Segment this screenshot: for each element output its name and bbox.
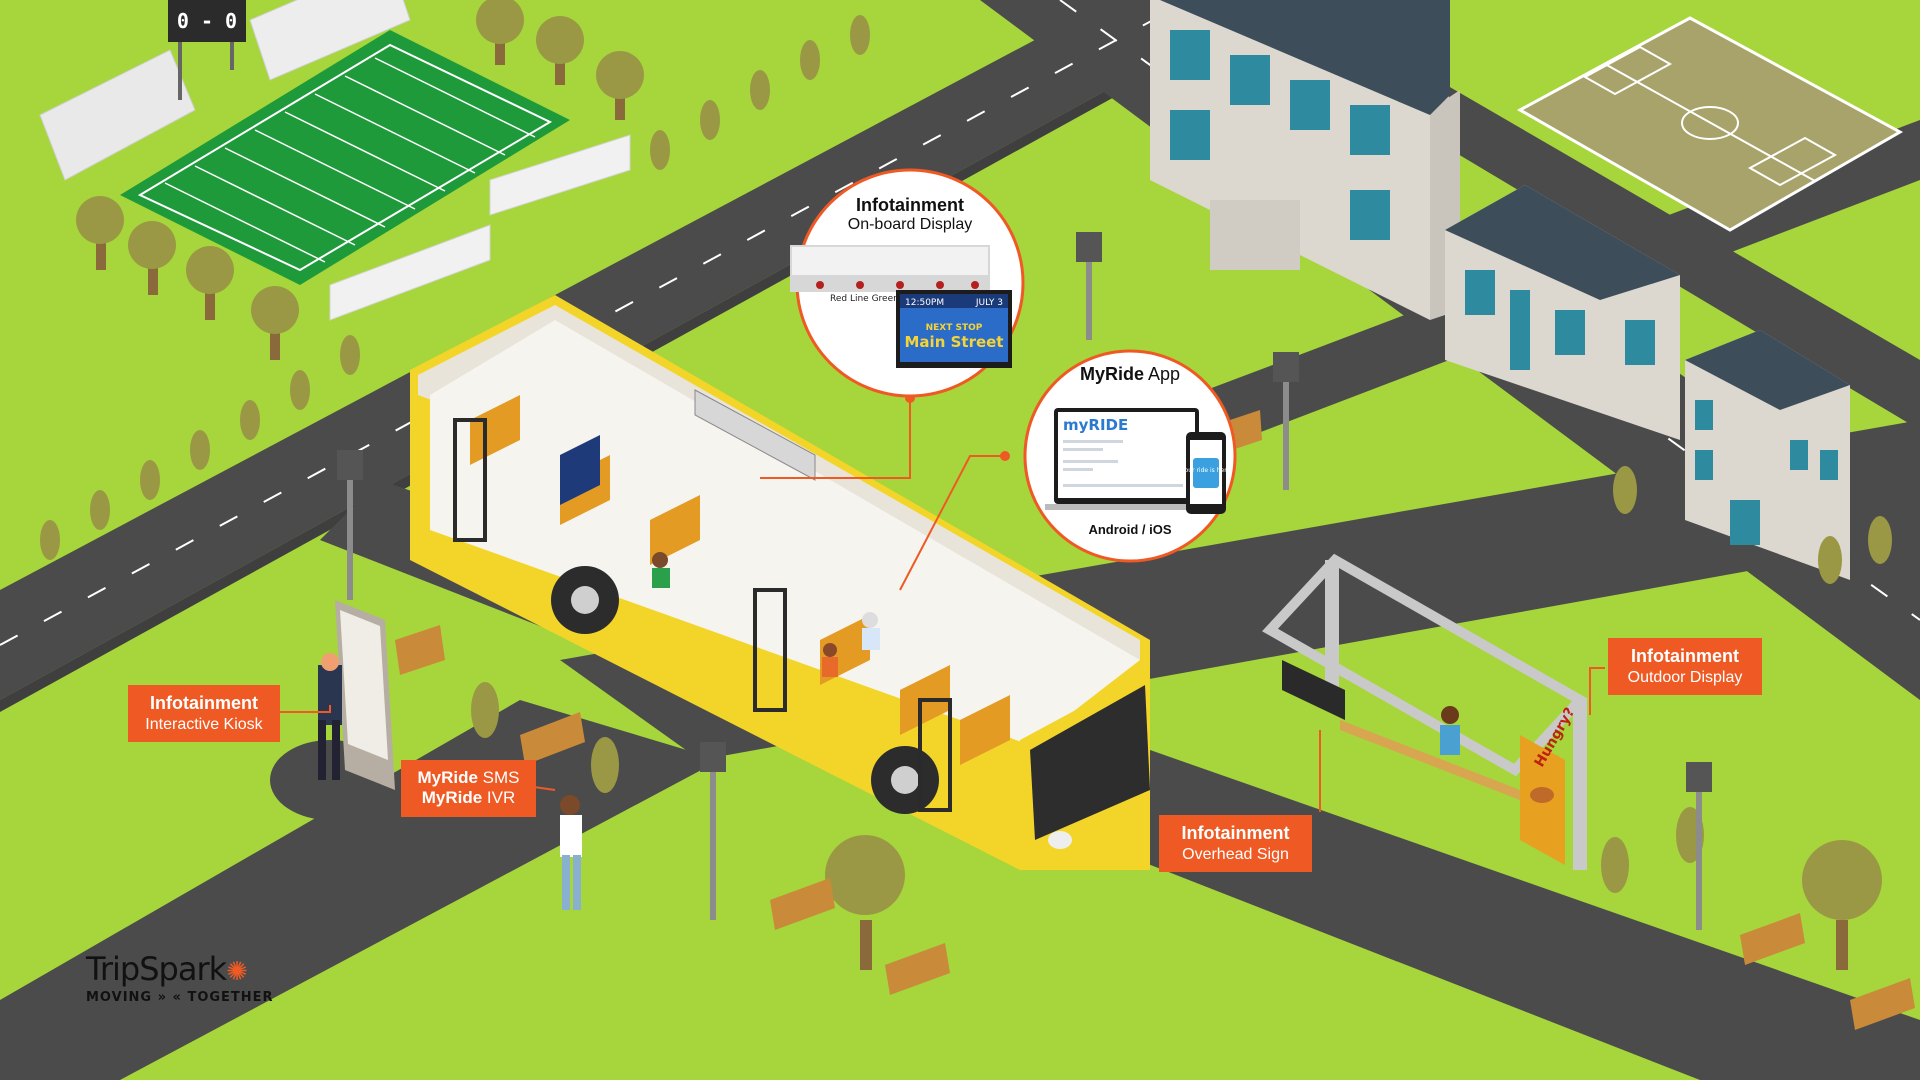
screen-date: JULY 3 [975,298,1003,308]
callout-kiosk-title: Infotainment [150,693,258,713]
callout-overhead-sign: Infotainment Overhead Sign [1159,815,1312,872]
onboard-display-subtitle: On-board Display [847,216,973,233]
screen-stop-name: Main Street [905,333,1004,351]
bus-shelter: Hungry? [1262,553,1588,870]
soccer-field [1516,16,1904,232]
callout-sms-rest: SMS [482,768,520,787]
callout-kiosk-subtitle: Interactive Kiosk [145,715,263,733]
scoreboard [168,0,246,42]
leader-lines [280,398,1605,812]
myride-app-title-rest: App [1148,364,1181,384]
callout-ivr-bold: MyRide [421,788,483,808]
onboard-display-title: Infotainment [856,195,964,215]
lamp-posts [337,232,1712,930]
screen-next-label: NEXT STOP [926,323,983,333]
logo-tagline: MOVING » « TOGETHER [86,990,274,1005]
buildings [1150,0,1850,580]
logo-burst-icon: ✺ [226,957,248,987]
callout-sms-bold: MyRide [417,768,478,787]
myride-app-bubble: MyRide App [1030,364,1230,385]
callout-ivr-rest: IVR [486,788,516,808]
strip-text: Red Line Green Pond [830,294,924,304]
app-logo: myRIDE [1063,416,1128,434]
logo-brand: TripSpark [86,950,227,988]
interactive-kiosk [318,600,395,790]
trees [40,0,1892,970]
tripspark-logo: TripSpark✺ MOVING » « TOGETHER [86,950,274,1005]
football-field: 0 - 0 [39,0,631,321]
overhead-sign [1282,660,1345,720]
person-on-phone [560,795,582,910]
callout-overhead-title: Infotainment [1181,823,1290,843]
myride-bubble-graphics: myRIDE Your ride is here [1023,349,1237,563]
phone-text: Your ride is here [1181,467,1231,474]
screen-time: 12:50PM [905,298,944,308]
callout-outdoor-display: Infotainment Outdoor Display [1608,638,1762,695]
callout-outdoor-subtitle: Outdoor Display [1627,668,1743,686]
callout-myride-sms-ivr: MyRide SMS MyRide IVR [401,760,536,817]
myride-app-title-bold: MyRide [1079,364,1144,384]
benches [395,410,1915,1030]
callout-interactive-kiosk: Infotainment Interactive Kiosk [128,685,280,742]
onboard-display-bubble: Infotainment On-board Display [797,195,1023,234]
bus [410,295,1150,870]
onboard-bubble-graphics: Red Line Green Pond 12:50PM JULY 3 NEXT … [790,168,1025,398]
myride-platforms: Android / iOS [1088,522,1172,537]
score-text: 0 - 0 [177,9,237,33]
callout-overhead-subtitle: Overhead Sign [1182,845,1289,863]
callout-outdoor-title: Infotainment [1631,646,1739,666]
